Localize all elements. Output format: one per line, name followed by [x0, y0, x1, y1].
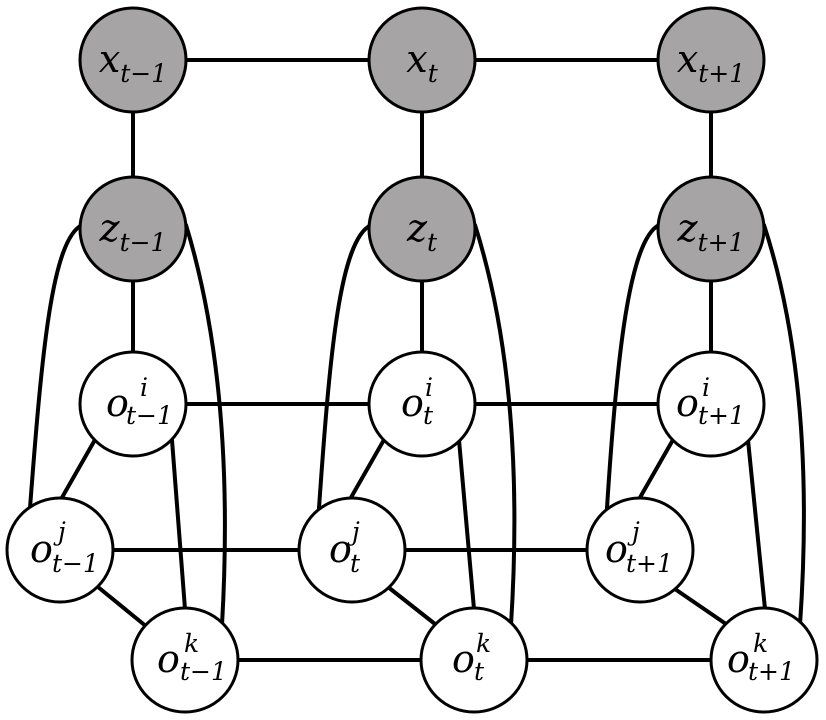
svg-text:oit+1: oit+1: [676, 373, 745, 430]
svg-text:xt+1: xt+1: [677, 37, 745, 88]
edge-z-cur-ok-cur: [473, 223, 517, 627]
edge-oi-prev-ok-prev: [170, 438, 187, 611]
edge-oi-prev-oj-prev: [58, 436, 98, 503]
svg-text:oit: oit: [401, 373, 434, 430]
svg-text:xt: xt: [406, 37, 438, 88]
edge-z-next-ok-next: [762, 223, 806, 627]
edges: [28, 58, 806, 662]
edge-oi-next-oj-next: [636, 436, 676, 503]
svg-text:okt+1: okt+1: [727, 629, 795, 686]
node-x-t: xt: [367, 6, 477, 114]
edge-z-cur-oj-cur: [317, 223, 373, 510]
edge-z-next-oj-next: [605, 223, 661, 510]
edge-oi-cur-ok-cur: [457, 438, 476, 611]
svg-text:ojt−1: ojt−1: [30, 517, 99, 578]
svg-text:okt: okt: [452, 629, 491, 686]
node-z-t-minus-1: zt−1: [78, 175, 188, 283]
svg-text:okt−1: okt−1: [157, 629, 227, 686]
node-x-t-plus-1: xt+1: [656, 6, 766, 114]
edge-oj-prev-ok-prev: [96, 585, 149, 629]
svg-text:ojt: ojt: [329, 517, 361, 578]
node-x-t-minus-1: xt−1: [78, 6, 188, 114]
svg-text:zt+1: zt+1: [677, 206, 745, 257]
edge-z-prev-ok-prev: [184, 223, 227, 627]
node-z-t: zt: [367, 175, 477, 283]
node-z-t-plus-1: zt+1: [656, 175, 766, 283]
svg-text:xt−1: xt−1: [99, 37, 167, 88]
edge-oj-next-ok-next: [670, 585, 728, 626]
svg-text:oit−1: oit−1: [106, 373, 173, 430]
edge-oi-cur-oj-cur: [347, 436, 387, 503]
edge-oi-next-ok-next: [746, 438, 767, 611]
edge-z-prev-oj-prev: [28, 223, 84, 510]
svg-text:zt−1: zt−1: [99, 206, 167, 257]
edge-oj-cur-ok-cur: [386, 585, 437, 626]
svg-text:zt: zt: [406, 206, 438, 257]
